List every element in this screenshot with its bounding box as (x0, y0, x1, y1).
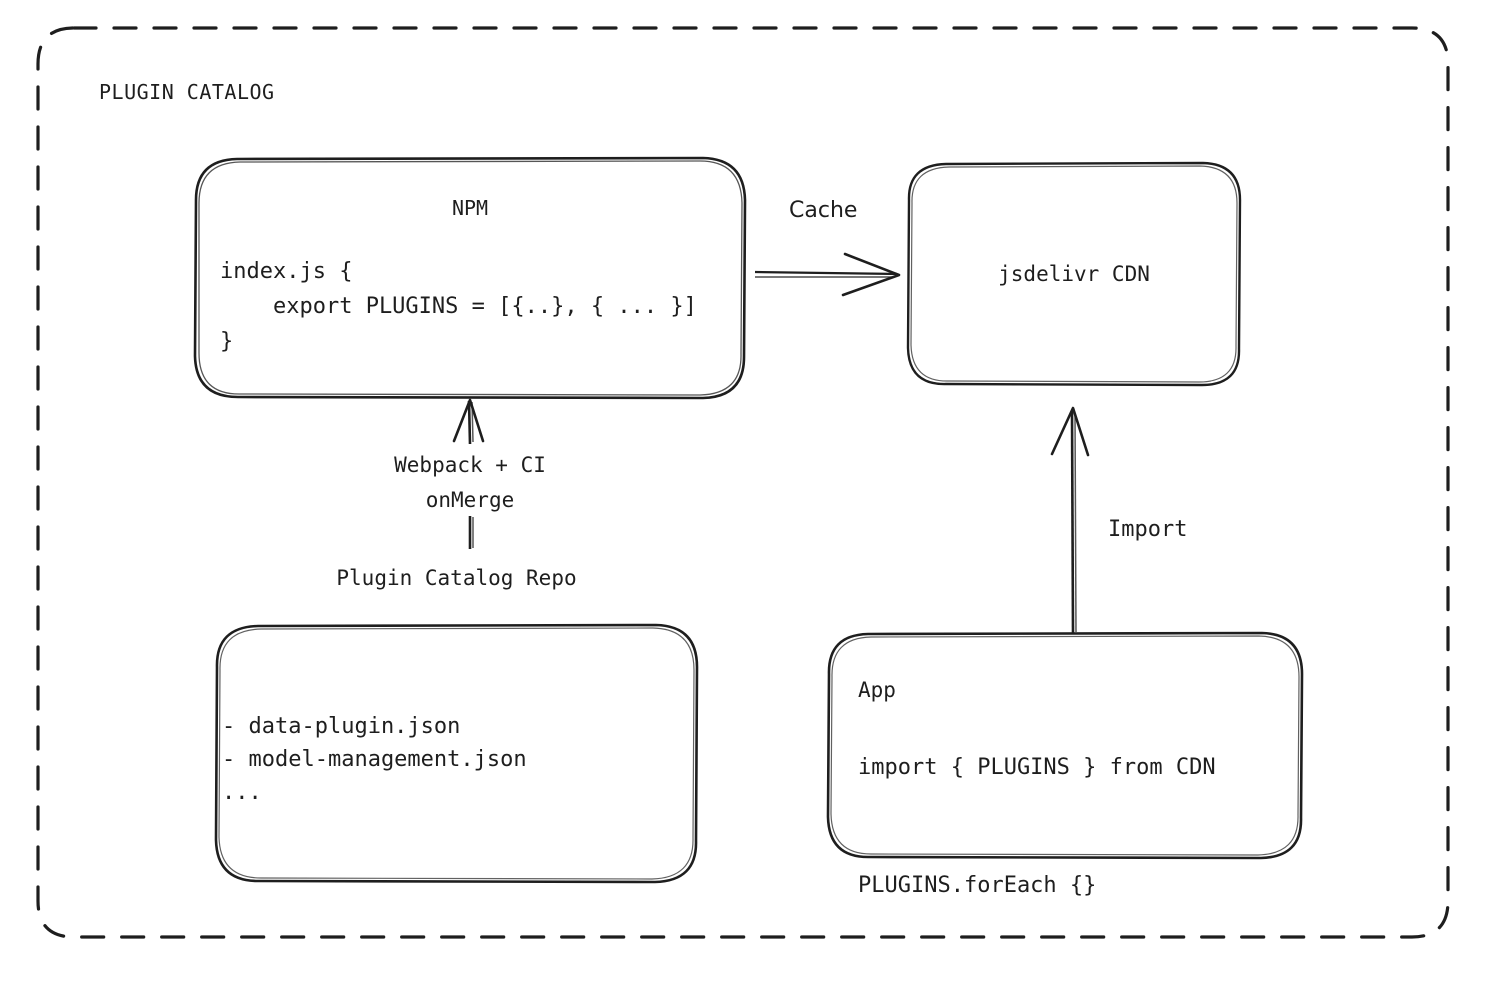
build-edge-label: Webpack + CI onMerge (394, 453, 546, 512)
plugin-catalog-title: PLUGIN CATALOG (99, 80, 275, 104)
cache-arrow (754, 252, 901, 297)
npm-node-title: NPM (451, 196, 489, 220)
import-edge-label: Import (1108, 517, 1188, 542)
cache-edge-label: Cache (789, 198, 858, 223)
app-node-title: App (858, 678, 896, 702)
app-node-code: import { PLUGINS } from CDN PLUGINS.forE… (858, 755, 1216, 898)
repo-node-label: Plugin Catalog Repo (336, 566, 577, 590)
repo-node-items: - data-plugin.json - model-management.js… (222, 714, 527, 805)
npm-node-code: index.js { export PLUGINS = [{..}, { ...… (220, 259, 697, 354)
cdn-node-title: jsdelivr CDN (998, 262, 1150, 286)
import-arrow (1050, 406, 1090, 634)
